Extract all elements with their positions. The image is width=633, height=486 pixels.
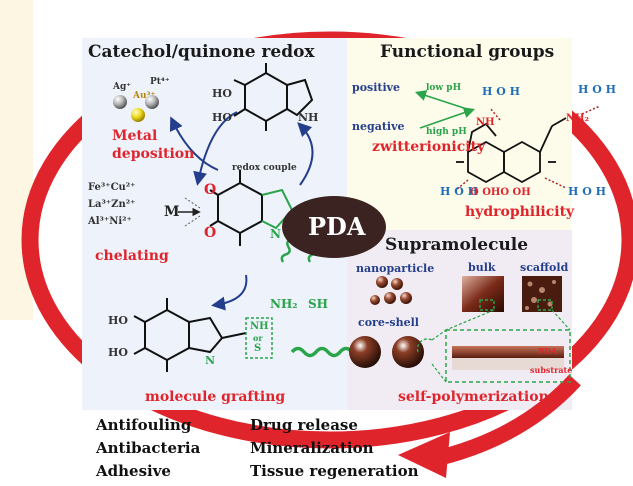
nanoparticle-5	[370, 295, 380, 305]
metal-symbol: M	[164, 204, 180, 220]
panel-supramolecule-bg	[347, 230, 572, 410]
app-antibacteria: Antibacteria	[96, 439, 201, 457]
ho-top-2: HO	[212, 111, 232, 124]
ion-ag: Ag⁺	[113, 82, 132, 92]
ho-top-1: HO	[212, 87, 232, 100]
ohoh-functional: O OHO OH	[470, 187, 531, 198]
ion-au: Au³⁺	[133, 91, 156, 101]
arrow-redox-up	[297, 122, 314, 186]
arrow-high-ph	[419, 107, 476, 129]
app-drug-release: Drug release	[250, 416, 358, 434]
graft-or: or	[253, 333, 263, 343]
bulk-label: bulk	[468, 261, 496, 274]
arrow-low-ph	[414, 90, 471, 111]
chelating-label: chelating	[95, 248, 169, 264]
positive-label: positive	[352, 81, 401, 94]
graft-nh: NH	[250, 321, 269, 332]
silver-sphere	[113, 95, 127, 109]
panel-grafting-bg	[82, 230, 352, 410]
red-arrow-head	[398, 432, 450, 478]
redox-couple-label: redox couple	[232, 163, 297, 173]
water-4: H O H	[568, 185, 607, 198]
bulk-zoom-box	[479, 299, 495, 311]
red-arrow-shaft	[428, 374, 581, 468]
pda-layer	[452, 346, 564, 358]
zwitterionicity-label: zwitterionicity	[372, 139, 486, 155]
graft-s: S	[254, 343, 262, 354]
nanoparticle-2	[391, 278, 403, 290]
nanoparticle-3	[384, 292, 396, 304]
nanoparticle-4	[400, 292, 412, 304]
zwitterion-structure	[456, 117, 567, 184]
nh-top: NH	[298, 111, 319, 124]
panel-functional-bg	[347, 38, 572, 230]
nh-or-s-box	[245, 317, 273, 359]
nanoparticle-label: nanoparticle	[356, 262, 435, 275]
quinone-n: N	[270, 227, 281, 241]
core-shell-particle-1	[349, 336, 381, 368]
water-1: H O H	[482, 85, 521, 98]
arrow-metal-deposition	[169, 116, 219, 171]
pda-layer-label: PDA	[538, 346, 558, 356]
coating-zoom-frame	[445, 329, 571, 383]
platinum-sphere	[145, 95, 159, 109]
functional-title: Functional groups	[380, 42, 555, 62]
pda-center-ellipse	[282, 196, 386, 258]
nh-functional: NH	[476, 117, 495, 128]
scaffold-pores	[525, 280, 556, 310]
ion-al-ni: Al³⁺Ni²⁺	[88, 216, 132, 227]
water-2: H O H	[578, 83, 617, 96]
quinone-o-1: O	[204, 182, 217, 198]
app-antifouling: Antifouling	[96, 416, 192, 434]
ion-fe-cu: Fe³⁺Cu²⁺	[88, 182, 136, 193]
self-polymerization-label: self-polymerization	[398, 389, 549, 405]
negative-label: negative	[352, 120, 405, 133]
hydrophilicity-label: hydrophilicity	[465, 204, 575, 220]
ho-bottom-2: HO	[108, 346, 128, 359]
bulk-block	[462, 276, 504, 312]
indole-structure-top	[233, 63, 314, 131]
nh-bottom: N	[205, 354, 216, 367]
hydrogen-bonds	[455, 105, 601, 191]
nanoparticle-1	[376, 276, 388, 288]
arrow-grafting	[211, 274, 248, 311]
app-mineralization: Mineralization	[250, 439, 374, 457]
app-adhesive: Adhesive	[96, 462, 171, 480]
substrate-layer	[452, 358, 564, 370]
high-ph-label: high pH	[426, 127, 467, 137]
grafted-structure	[133, 298, 247, 372]
quinone-o-2: O	[204, 225, 217, 241]
metal-deposition-label: Metal deposition	[112, 128, 195, 162]
gold-sphere	[131, 108, 145, 122]
app-tissue-regeneration: Tissue regeneration	[250, 462, 419, 480]
scaffold-zoom-box	[537, 299, 553, 311]
pda-center-label: PDA	[308, 212, 366, 241]
catechol-title: Catechol/quinone redox	[88, 42, 315, 62]
sh-group: SH	[308, 297, 329, 311]
nh2-group: NH₂	[270, 297, 298, 311]
substrate-label: substrate	[530, 365, 573, 375]
low-ph-label: low pH	[426, 83, 462, 93]
arrow-redox-down	[193, 111, 238, 186]
core-shell-label: core-shell	[358, 316, 419, 329]
ho-bottom-1: HO	[108, 314, 128, 327]
molecule-grafting-label: molecule grafting	[145, 389, 286, 405]
supramolecule-title: Supramolecule	[385, 235, 529, 255]
water-3: H O H	[440, 185, 479, 198]
ion-la-zn: La³⁺Zn²⁺	[88, 199, 136, 210]
nh2-functional: NH₂	[566, 113, 589, 124]
ion-pt: Pt⁴⁺	[150, 77, 170, 87]
core-shell-particle-2	[392, 336, 424, 368]
scaffold-label: scaffold	[520, 261, 569, 274]
